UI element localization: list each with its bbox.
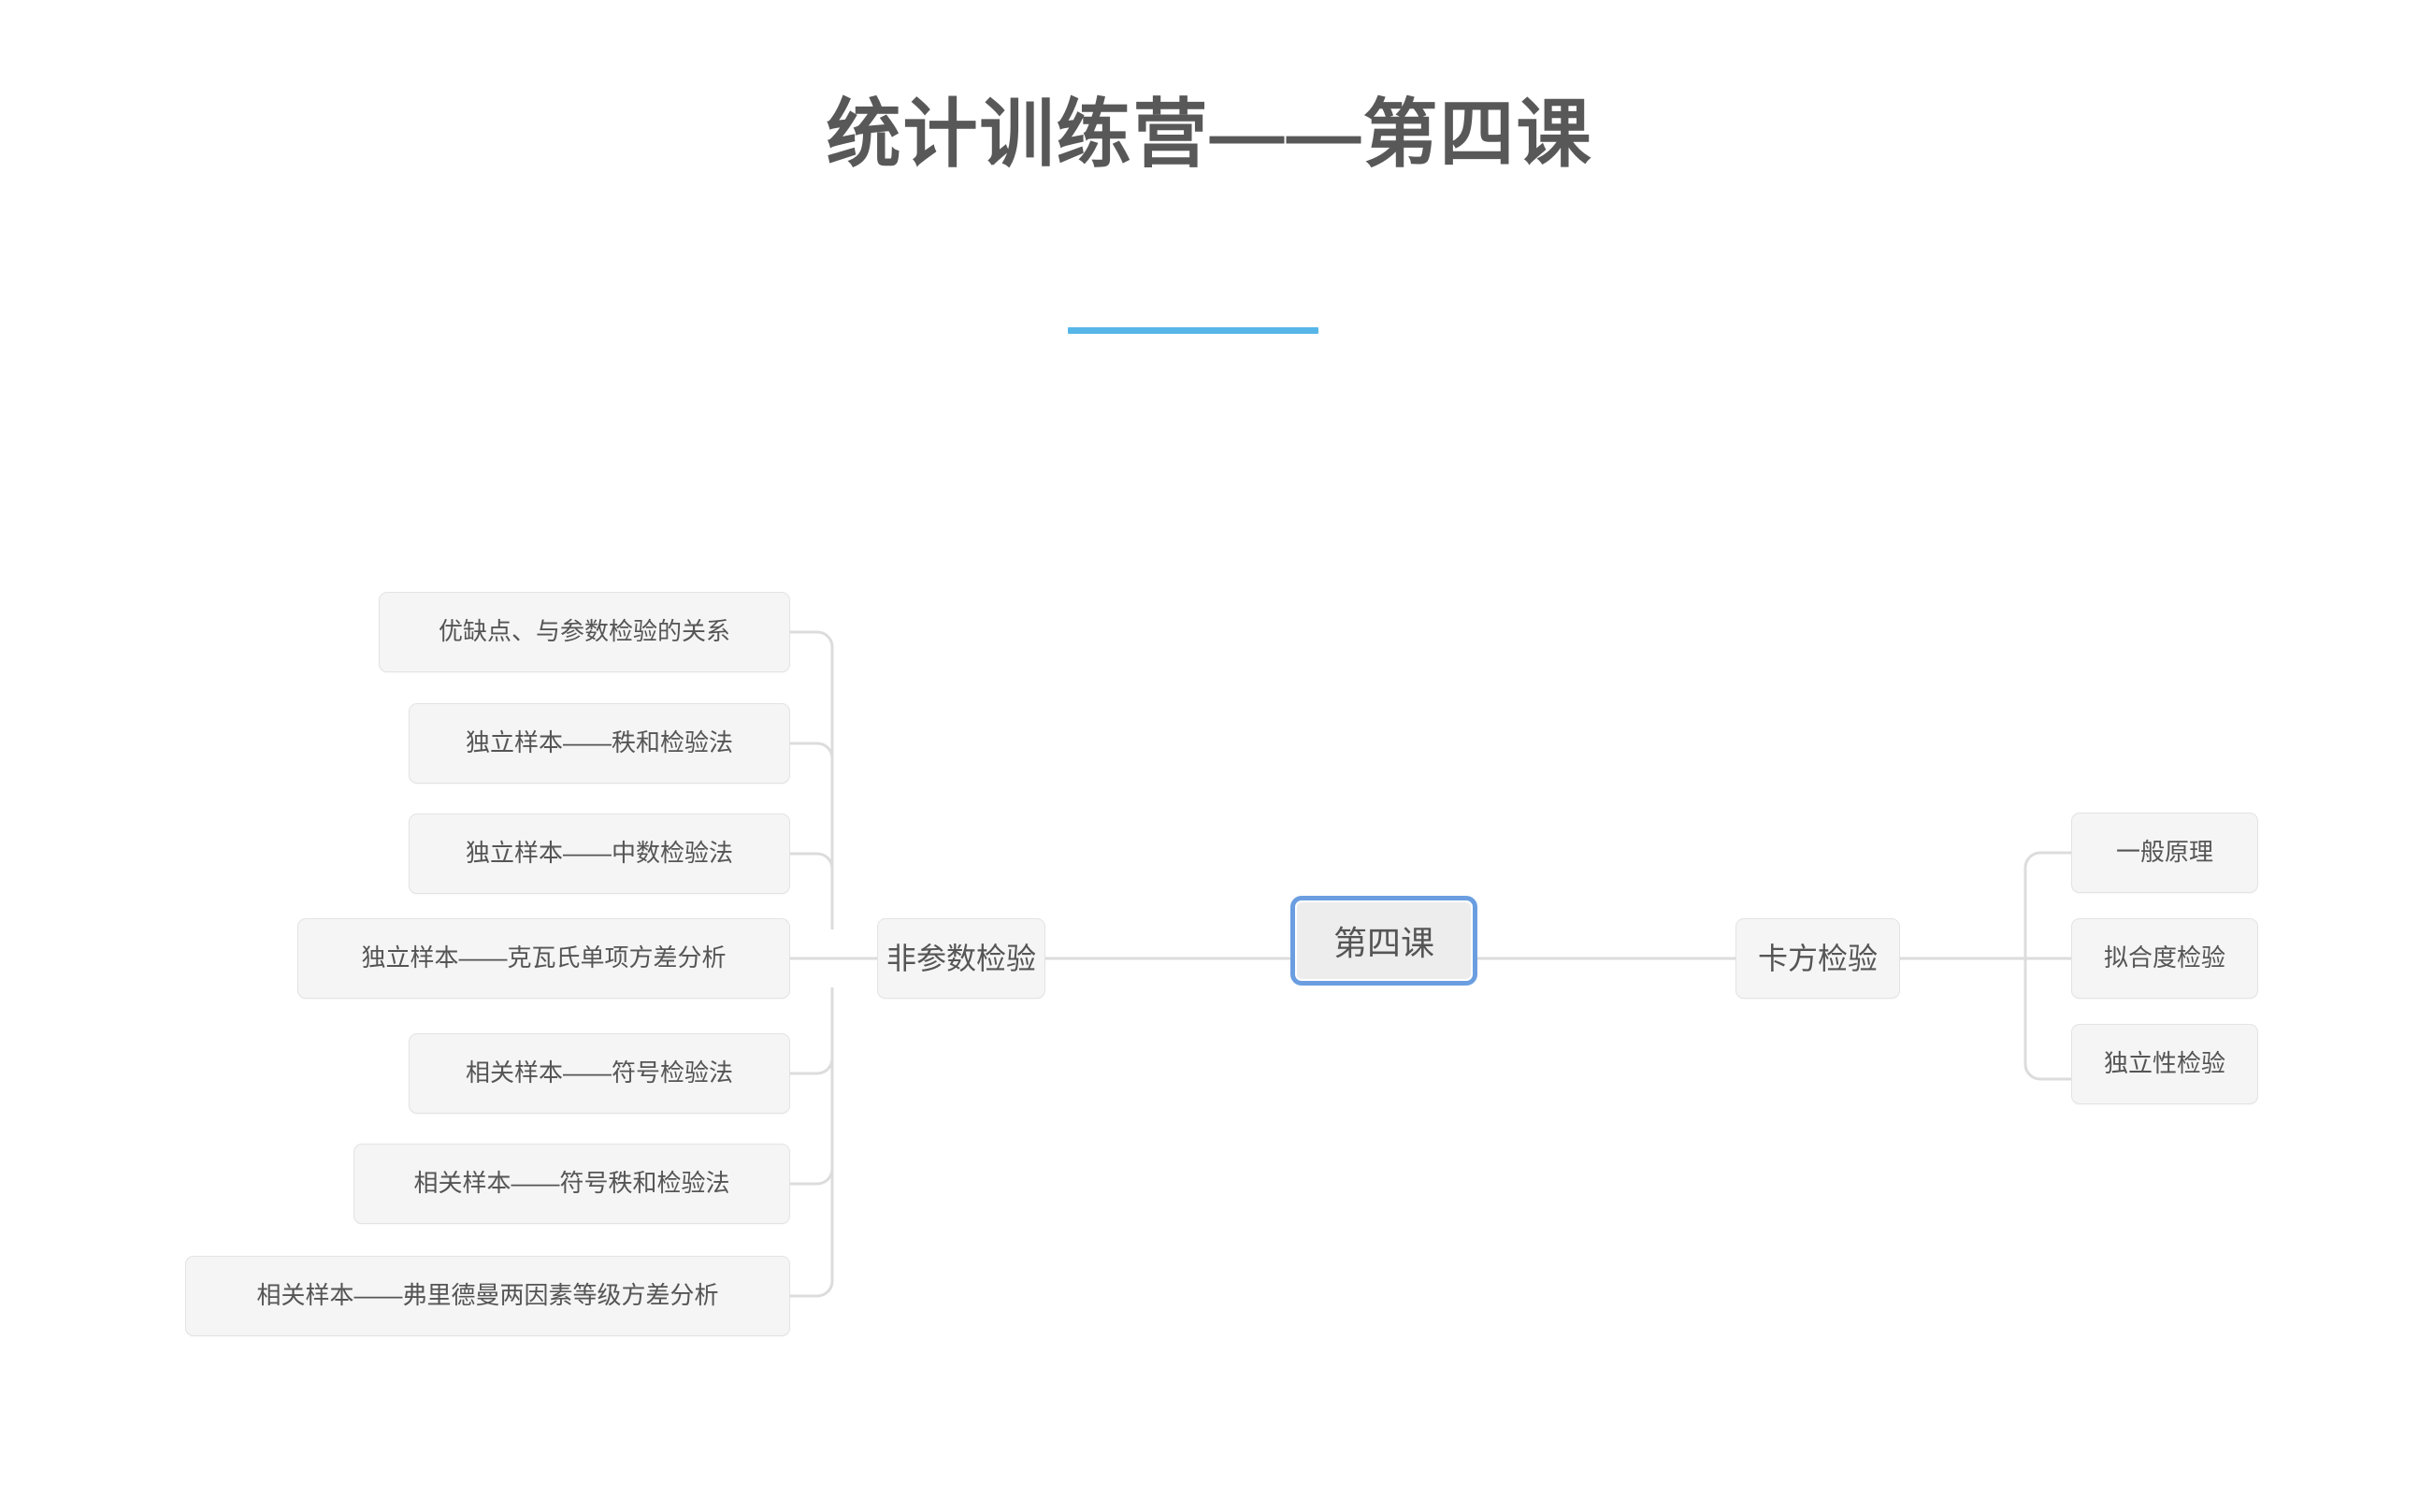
connector-right-child-3 — [2023, 958, 2071, 1081]
mindmap-node-leaf[interactable]: 独立样本——中数检验法 — [409, 814, 790, 894]
mindmap-node-root[interactable]: 第四课 — [1290, 896, 1477, 986]
node-label: 拟合度检验 — [2103, 943, 2225, 972]
connector-left-child-5 — [790, 987, 834, 1075]
node-label: 相关样本——弗里德曼两因素等级方差分析 — [256, 1281, 719, 1310]
node-label: 独立样本——中数检验法 — [465, 839, 733, 868]
connector-right-child-1 — [2023, 851, 2071, 958]
mindmap-node-leaf[interactable]: 拟合度检验 — [2071, 918, 2258, 999]
connector-left-child-2 — [790, 742, 834, 929]
node-label: 独立性检验 — [2103, 1049, 2225, 1078]
connector-left-child-6 — [790, 987, 834, 1186]
node-label: 一般原理 — [2115, 838, 2213, 867]
node-label: 独立样本——克瓦氏单项方差分析 — [361, 943, 727, 972]
mindmap-node-branch-nonparametric[interactable]: 非参数检验 — [877, 918, 1045, 999]
mindmap-node-leaf[interactable]: 独立样本——克瓦氏单项方差分析 — [297, 918, 790, 999]
node-label: 独立样本——秩和检验法 — [465, 728, 733, 757]
mindmap-node-leaf[interactable]: 相关样本——符号检验法 — [409, 1033, 790, 1114]
mindmap-node-branch-chi-square[interactable]: 卡方检验 — [1735, 918, 1900, 999]
connector-left-child-1 — [790, 630, 834, 929]
mindmap-node-leaf[interactable]: 相关样本——弗里德曼两因素等级方差分析 — [185, 1256, 790, 1336]
node-label: 相关样本——符号检验法 — [465, 1058, 733, 1087]
mindmap-node-leaf[interactable]: 一般原理 — [2071, 813, 2258, 893]
mindmap-node-leaf[interactable]: 独立样本——秩和检验法 — [409, 703, 790, 784]
mindmap-node-leaf[interactable]: 独立性检验 — [2071, 1024, 2258, 1104]
connector-left-child-3 — [790, 852, 834, 929]
mindmap-node-leaf[interactable]: 相关样本——符号秩和检验法 — [353, 1144, 790, 1224]
node-label: 第四课 — [1332, 924, 1434, 962]
node-label: 非参数检验 — [886, 941, 1036, 975]
node-label: 优缺点、与参数检验的关系 — [438, 617, 730, 646]
mindmap-node-leaf[interactable]: 优缺点、与参数检验的关系 — [379, 592, 790, 672]
node-label: 卡方检验 — [1757, 941, 1878, 975]
node-label: 相关样本——符号秩和检验法 — [413, 1169, 730, 1198]
connector-left-child-7 — [790, 987, 834, 1298]
